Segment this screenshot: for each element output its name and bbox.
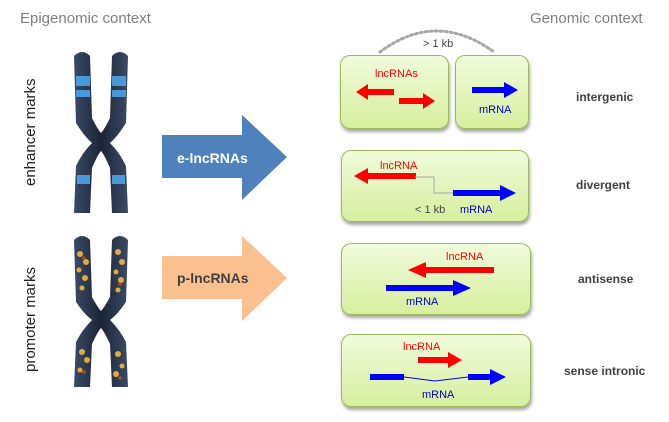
sense-intronic-label: sense intronic bbox=[564, 364, 646, 378]
antisense-mrna-arrow bbox=[386, 280, 471, 296]
divergent-connector bbox=[415, 176, 455, 194]
antisense-mrna-label: mRNA bbox=[406, 296, 439, 308]
sense-intronic-box bbox=[341, 334, 531, 407]
divergent-box bbox=[341, 150, 529, 222]
divergent-lncrna-label: lncRNA bbox=[380, 160, 418, 172]
intergenic-distance-label: > 1 kb bbox=[423, 38, 454, 50]
intergenic-lncrna-label: lncRNAs bbox=[375, 68, 418, 80]
antisense-lncrna-label: lncRNA bbox=[446, 251, 484, 263]
lncrna-forward-arrow bbox=[399, 93, 435, 109]
sense-intronic-mrna-label: mRNA bbox=[422, 389, 455, 401]
mrna-forward-arrow bbox=[472, 82, 518, 98]
divergent-label: divergent bbox=[576, 178, 631, 192]
intergenic-mrna-label: mRNA bbox=[479, 104, 512, 116]
promoter-marks-label: promoter marks bbox=[22, 266, 39, 372]
lncrna-reverse-arrow bbox=[356, 84, 394, 100]
divergent-mrna-label: mRNA bbox=[460, 204, 493, 216]
sense-intronic-lncrna-label: lncRNA bbox=[403, 341, 441, 353]
distance-arc bbox=[378, 29, 496, 54]
genomic-context-header: Genomic context bbox=[530, 10, 643, 27]
epigenomic-context-header: Epigenomic context bbox=[20, 10, 151, 27]
antisense-label: antisense bbox=[578, 272, 634, 286]
p-lncrnas-arrow bbox=[162, 236, 287, 321]
antisense-lncrna-arrow bbox=[408, 262, 494, 278]
e-lncrnas-label: e-lncRNAs bbox=[177, 150, 248, 166]
intergenic-label: intergenic bbox=[576, 90, 634, 104]
sense-intronic-lncrna-arrow bbox=[418, 352, 462, 368]
divergent-lncrna-arrow bbox=[354, 168, 416, 184]
antisense-box bbox=[341, 243, 531, 315]
promoter-chromosome-image bbox=[74, 236, 128, 387]
enhancer-chromosome-image bbox=[74, 52, 128, 213]
sense-intronic-mrna-arrow bbox=[370, 369, 506, 385]
enhancer-marks-label: enhancer marks bbox=[22, 78, 39, 186]
e-lncrnas-arrow bbox=[162, 115, 287, 200]
divergent-mrna-arrow bbox=[453, 185, 516, 201]
divergent-distance-label: < 1 kb bbox=[415, 204, 446, 216]
p-lncrnas-label: p-lncRNAs bbox=[177, 270, 249, 286]
